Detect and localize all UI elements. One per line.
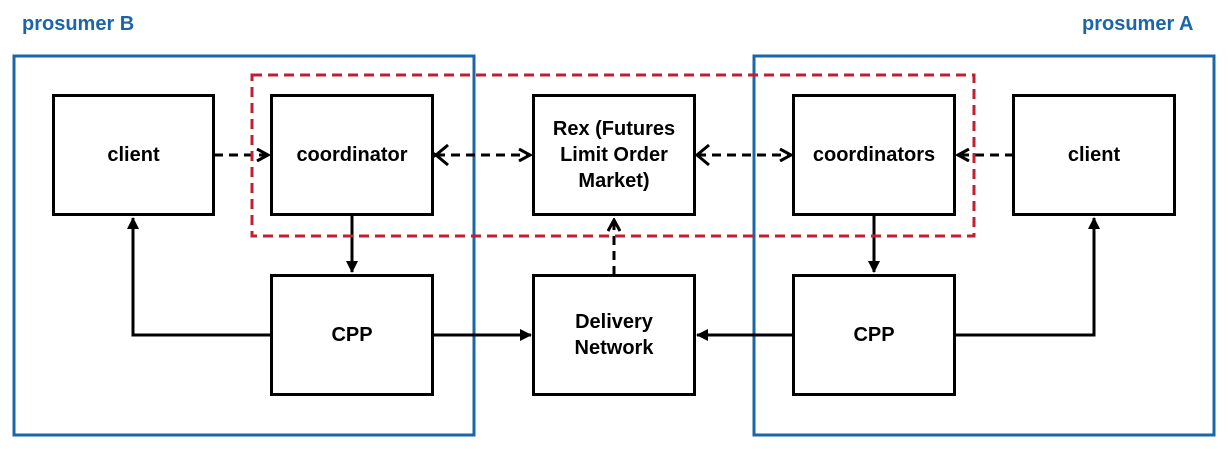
coordinator-b-node: coordinator xyxy=(270,94,434,216)
prosumer-a-label: prosumer A xyxy=(1082,13,1194,35)
rex-market-node: Rex (Futures Limit Order Market) xyxy=(532,94,696,216)
prosumer-a-boundary xyxy=(752,54,1216,437)
cpp-a-node: CPP xyxy=(792,274,956,396)
edge-cpp-a-to-client-a xyxy=(954,217,1100,337)
client-b-node: client xyxy=(52,94,215,216)
prosumer-b-boundary xyxy=(12,54,476,437)
arrowhead-rex-right-side xyxy=(694,143,710,167)
market-region-boundary xyxy=(250,73,976,238)
cpp-b-node: CPP xyxy=(270,274,434,396)
coordinators-a-node: coordinators xyxy=(792,94,956,216)
client-a-node: client xyxy=(1012,94,1176,216)
prosumer-b-label: prosumer B xyxy=(22,13,135,35)
edge-cpp-b-to-client-b xyxy=(127,217,272,337)
delivery-network-node: Delivery Network xyxy=(532,274,696,396)
arrowhead-coordinator-b-side xyxy=(433,143,449,167)
